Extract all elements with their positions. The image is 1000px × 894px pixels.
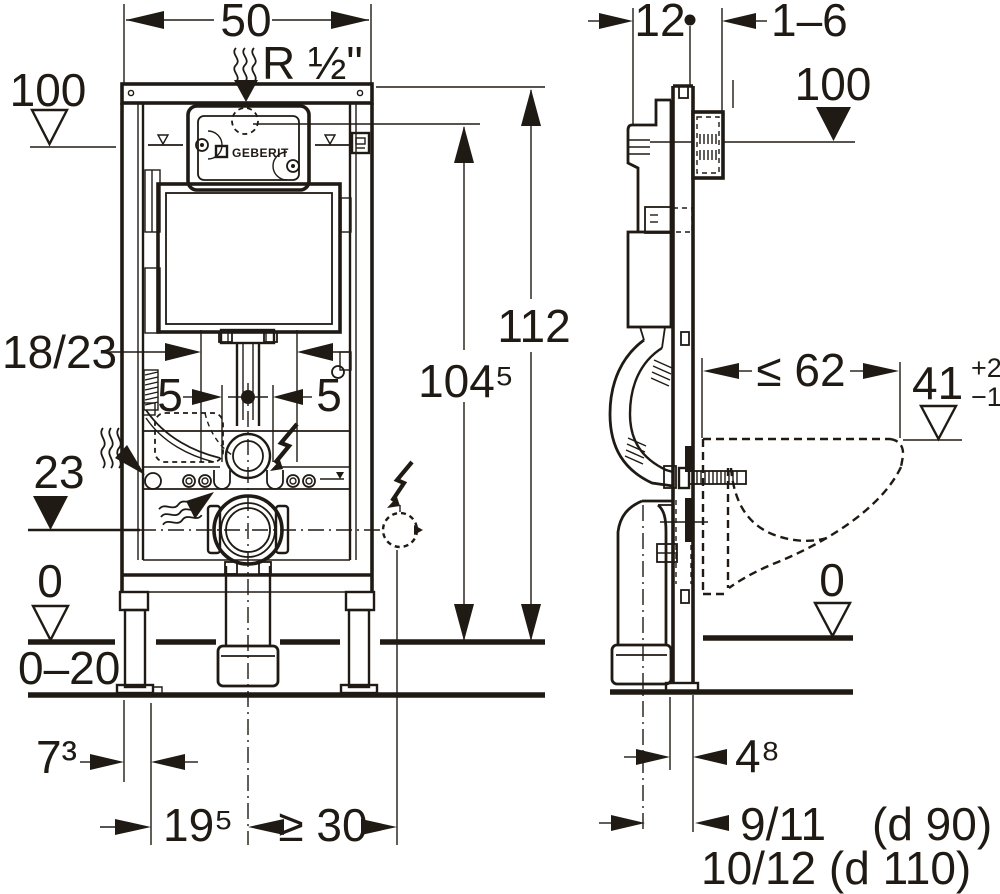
dim-level-floor-right: 0 [819,554,845,606]
level-triangle-open [30,108,69,147]
cistern-profile [626,98,693,329]
fill-valve-detail [142,369,221,463]
flush-button-mark [231,107,259,135]
power-lightning-icon [270,422,299,471]
level-triangle-filled [33,496,68,530]
front-view: GEBERIT [28,82,545,845]
wc-bowl-outline [701,437,905,596]
dim-level-floor-left: 0 [37,555,63,607]
concealed-cistern [156,182,342,343]
dim-foot-width: 7³ [36,731,77,783]
floor-lines-front [28,639,545,698]
dim-floor-range: 0–20 [18,642,120,694]
level-triangle-filled [816,107,851,141]
dim-plate-width: 18/23 [2,326,117,378]
dim-drain-d110: 10/12 (d 110) [701,842,971,894]
dim-offset-right: 5 [316,369,342,421]
brand-label: GEBERIT [232,146,289,160]
brand-logo-square [214,144,229,159]
dim-socket-clearance: ≥ 30 [278,799,367,851]
dim-seat-height: 41 [912,357,963,409]
level-triangle-open [813,601,852,639]
dim-drain-d90-note: (d 90) [872,798,992,850]
front-dimensions: 50 R ½" 100 112 104⁵ 18/23 [2,0,571,851]
dim-offset-left: 5 [157,369,183,421]
dim-width-top: 50 [220,0,271,46]
level-marks [148,131,371,155]
frame-rail-side [656,84,708,693]
fixing-rod [677,466,747,490]
dim-height-total: 112 [497,300,570,352]
dim-height-inner: 104⁵ [418,355,514,407]
dim-level-outlet: 23 [33,446,84,498]
level-triangle-open [919,404,958,442]
dim-seat-height-plus: +2 [971,353,1000,383]
inspection-box: GEBERIT [186,104,311,192]
dim-frame-depth: 12 [634,0,685,46]
dim-level-100-right: 100 [795,58,872,110]
flush-plate-housing [691,110,725,180]
water-supply-arrow [100,427,145,475]
dim-seat-height-minus: −1 [971,382,1000,412]
dim-drain-d90: 9/11 [740,798,826,850]
water-supply-symbol [233,47,258,102]
mounting-frame [120,82,374,593]
dim-supply-thread: R ½" [262,37,363,89]
drain-bend-side [610,499,673,686]
dim-level-100-left: 100 [10,64,87,116]
mounting-crossbar [143,430,350,490]
side-dimensions: 12 1–6 100 ≤ 62 41 +2 −1 0 [588,0,1000,894]
level-triangle-open [31,604,70,643]
dim-pipe-clearance: 4⁸ [735,730,780,782]
dim-wall-thickness: 1–6 [771,0,848,46]
power-outlet-symbol [381,460,423,549]
side-view [608,84,905,832]
flush-bend-pipe [608,326,677,489]
dim-drain-offset: 19⁵ [163,799,233,851]
dim-bowl-depth: ≤ 62 [756,344,845,396]
